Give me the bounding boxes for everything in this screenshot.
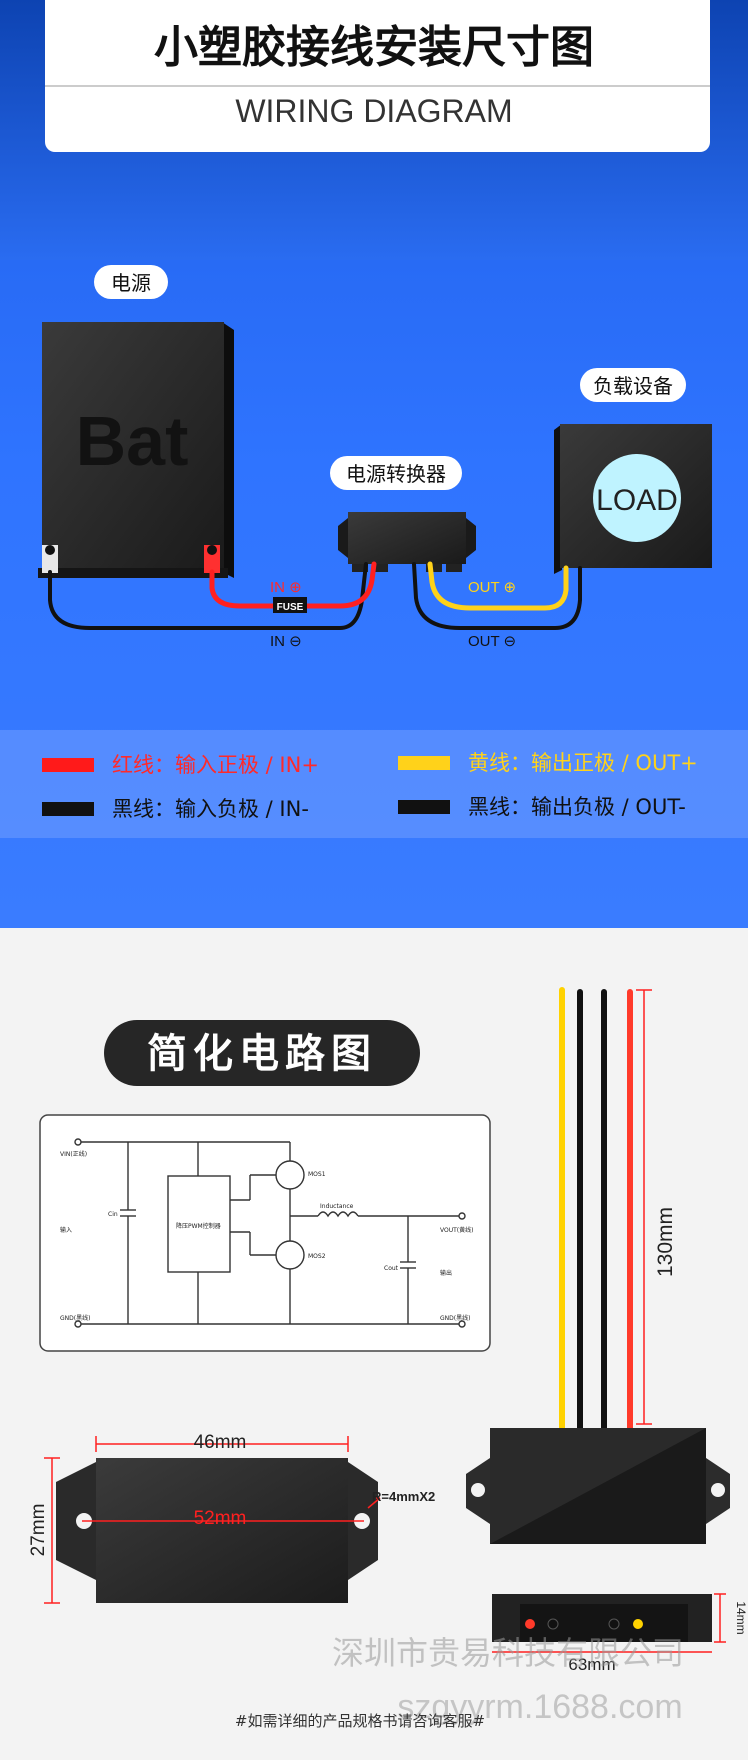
- svg-text:VIN(正线): VIN(正线): [60, 1150, 87, 1158]
- in-minus-label: IN ⊖: [270, 633, 302, 650]
- converter-module: [338, 512, 476, 572]
- footer-note: #如需详细的产品规格书请咨询客服#: [235, 1712, 485, 1730]
- module-front-view: [466, 1428, 730, 1544]
- legend-black-out: 黑线：输出负极 / OUT-: [468, 795, 686, 819]
- header-card: 小塑胶接线安装尺寸图 WIRING DIAGRAM: [45, 0, 710, 152]
- load-device-label: 负载设备: [580, 368, 686, 402]
- body-height-label: 27mm: [28, 1504, 49, 1557]
- fuse: FUSE: [273, 597, 307, 613]
- svg-text:Inductance: Inductance: [320, 1203, 354, 1210]
- watermark-site: szgyyrm.1688.com: [397, 1688, 682, 1726]
- converter-label: 电源转换器: [330, 456, 462, 490]
- svg-text:负载设备: 负载设备: [593, 374, 673, 398]
- svg-text:电源: 电源: [111, 271, 151, 295]
- page-title: 小塑胶接线安装尺寸图: [154, 22, 594, 73]
- svg-text:MOS2: MOS2: [308, 1253, 326, 1260]
- lead-wires: [559, 987, 633, 1431]
- thickness-label: 14mm: [734, 1601, 748, 1634]
- battery-label: Bat: [76, 402, 189, 480]
- svg-text:Cin: Cin: [108, 1211, 118, 1218]
- svg-text:GND(黑线): GND(黑线): [60, 1314, 90, 1322]
- out-minus-label: OUT ⊖: [468, 633, 516, 650]
- svg-text:GND(黑线): GND(黑线): [440, 1314, 470, 1322]
- thickness-dimension: [714, 1593, 726, 1643]
- module-top-view: [56, 1458, 378, 1603]
- legend-swatch-yellow: [398, 756, 450, 770]
- svg-text:简化电路图: 简化电路图: [147, 1031, 377, 1077]
- legend-band: [0, 730, 748, 838]
- hole-pitch-label: 52mm: [194, 1508, 247, 1529]
- circuit-labels: VIN(正线) GND(黑线) 输入 Cin 降压PWM控制器 MOS1 MOS…: [60, 1150, 473, 1322]
- module-side-view: [492, 1594, 712, 1642]
- circuit-heading: 简化电路图: [104, 1020, 420, 1086]
- in-plus-label: IN ⊕: [270, 579, 302, 596]
- page-subtitle: WIRING DIAGRAM: [235, 93, 512, 129]
- load-text: LOAD: [596, 484, 678, 517]
- legend: 红线：输入正极 / IN+ 黄线：输出正极 / OUT+ 黑线：输入负极 / I…: [42, 751, 698, 821]
- power-label: 电源: [94, 265, 168, 299]
- svg-text:FUSE: FUSE: [277, 602, 304, 613]
- svg-text:电源转换器: 电源转换器: [346, 462, 446, 486]
- radius-note: R=4mmX2: [372, 1489, 435, 1504]
- legend-swatch-black-out: [398, 800, 450, 814]
- svg-text:降压PWM控制器: 降压PWM控制器: [176, 1222, 221, 1230]
- svg-text:Cout: Cout: [384, 1265, 399, 1272]
- svg-text:输出: 输出: [440, 1269, 452, 1277]
- legend-black-in: 黑线：输入负极 / IN-: [112, 797, 309, 821]
- svg-text:MOS1: MOS1: [308, 1171, 326, 1178]
- body-width-label: 46mm: [194, 1432, 247, 1453]
- svg-text:VOUT(黄线): VOUT(黄线): [440, 1226, 473, 1234]
- load-device: LOAD: [554, 424, 712, 574]
- wire-length-dimension: [636, 989, 652, 1425]
- load-circle: [593, 454, 681, 542]
- out-plus-label: OUT ⊕: [468, 579, 516, 596]
- total-length-label: 63mm: [568, 1655, 615, 1674]
- legend-swatch-red: [42, 758, 94, 772]
- wire-length-label: 130mm: [654, 1207, 677, 1277]
- battery: Bat: [38, 322, 234, 578]
- legend-red: 红线：输入正极 / IN+: [112, 753, 319, 777]
- top-view-dimensions: [44, 1436, 381, 1604]
- watermark-company: 深圳市贵易科技有限公司: [332, 1634, 684, 1672]
- circuit-schematic: [39, 1114, 491, 1352]
- legend-yellow: 黄线：输出正极 / OUT+: [468, 751, 698, 775]
- legend-swatch-black-in: [42, 802, 94, 816]
- svg-text:输入: 输入: [60, 1226, 72, 1234]
